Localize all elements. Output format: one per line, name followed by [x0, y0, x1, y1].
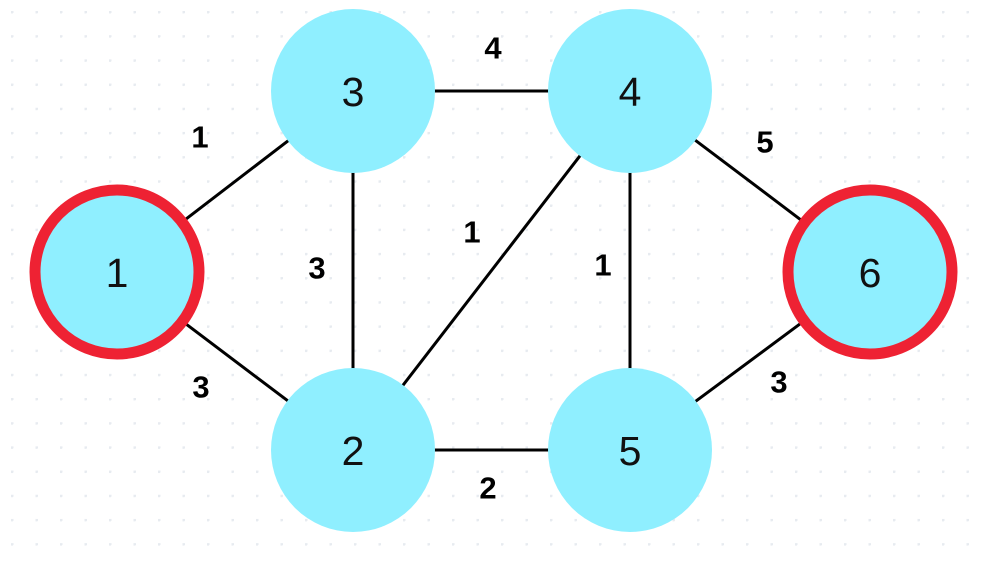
edge-weight-label-3-2: 3: [308, 251, 325, 286]
node-label-6: 6: [859, 250, 882, 296]
edge-weight-label-3-4: 4: [484, 31, 502, 66]
node-shape-2[interactable]: [271, 368, 435, 532]
edge-weight-label-1-3: 1: [191, 120, 208, 155]
graph-edge-1-3[interactable]: [183, 138, 291, 222]
graph-node-6[interactable]: 6: [782, 184, 958, 360]
edge-weight-label-4-2: 1: [463, 215, 480, 250]
graph-edge-1-2[interactable]: [184, 322, 291, 404]
edge-weight-label-5-6: 3: [770, 365, 787, 400]
edges-group: [183, 89, 803, 452]
graph-edge-4-2[interactable]: [400, 153, 583, 388]
node-shape-5[interactable]: [548, 368, 712, 532]
nodes-group: 1 2 3 4 5 6: [29, 9, 958, 532]
edge-weight-label-2-5: 2: [479, 471, 496, 506]
node-shape-3[interactable]: [271, 9, 435, 173]
graph-node-1[interactable]: 1: [29, 184, 205, 360]
edge-weight-label-4-6: 5: [756, 125, 773, 160]
node-label-5: 5: [619, 428, 642, 474]
graph-node-4[interactable]: 4: [548, 9, 712, 173]
node-label-1: 1: [106, 250, 129, 296]
node-highlight-ring-1[interactable]: [29, 184, 205, 360]
edge-weight-label-4-5: 1: [594, 248, 611, 283]
graph-edge-5-6[interactable]: [693, 321, 803, 404]
node-label-3: 3: [342, 69, 365, 115]
graph-edge-4-6[interactable]: [692, 137, 803, 222]
graph-node-5[interactable]: 5: [548, 368, 712, 532]
edge-weight-labels-group: 1 3 4 3 1 1 5 2 3: [191, 31, 787, 506]
node-label-2: 2: [342, 428, 365, 474]
graph-node-2[interactable]: 2: [271, 368, 435, 532]
edge-weight-label-1-2: 3: [192, 370, 209, 405]
node-highlight-ring-6[interactable]: [782, 184, 958, 360]
node-shape-4[interactable]: [548, 9, 712, 173]
graph-node-3[interactable]: 3: [271, 9, 435, 173]
node-label-4: 4: [619, 69, 642, 115]
